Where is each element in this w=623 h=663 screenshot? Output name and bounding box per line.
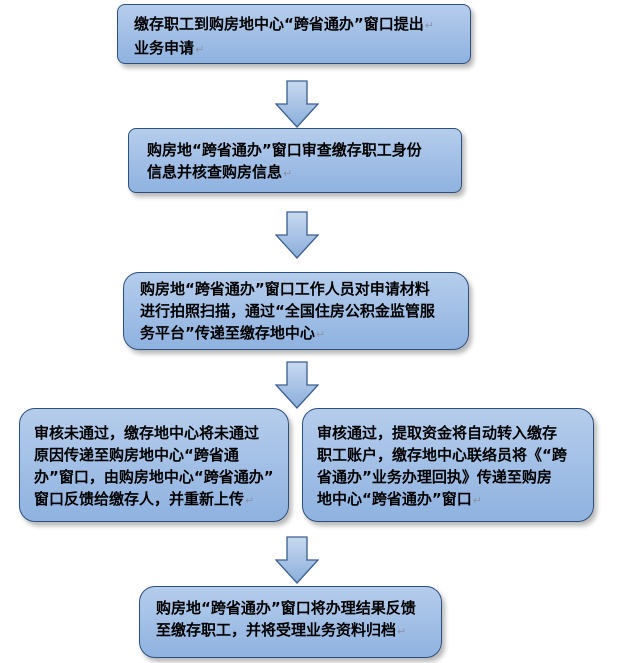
step-2-line-2: 信息并核查购房信息 <box>147 163 283 181</box>
step-5-text: 购房地“跨省通办”窗口将办理结果反馈 至缴存职工，并将受理业务资料归档↵ <box>156 597 439 643</box>
step-4-reject-line-4: 窗口反馈给缴存人，并重新上传 <box>34 490 245 508</box>
step-4-reject-line-1: 审核未通过，缴存地中心将未通过 <box>34 424 260 442</box>
step-4-approve-line-4: 地中心“跨省通办”窗口 <box>317 490 472 508</box>
step-1-para-mark: ↵ <box>424 19 434 32</box>
step-4-reject-para-mark: ↵ <box>245 494 255 507</box>
step-3-box: 购房地“跨省通办”窗口工作人员对申请材料 进行拍照扫描，通过“全国住房公积金监管… <box>123 272 469 350</box>
step-4-approve-box: 审核通过，提取资金将自动转入缴存 职工账户，缴存地中心联络员将《“跨 省通办”业… <box>302 408 594 522</box>
step-1-text: 缴存职工到购房地中心“跨省通办”窗口提出↵ 业务申请↵ <box>134 13 466 61</box>
step-1-line-1: 缴存职工到购房地中心“跨省通办”窗口提出 <box>134 15 424 33</box>
step-3-line-2: 进行拍照扫描，通过“全国住房公积金监管服 <box>140 302 435 320</box>
step-1-line-2: 业务申请 <box>134 39 195 57</box>
step-4-approve-para-mark: ↵ <box>472 494 482 507</box>
down-arrow-icon <box>275 211 319 259</box>
step-2-line-1: 购房地“跨省通办”窗口审查缴存职工身份 <box>147 141 422 159</box>
step-5-line-2: 至缴存职工，并将受理业务资料归档 <box>156 621 397 639</box>
step-1-box: 缴存职工到购房地中心“跨省通办”窗口提出↵ 业务申请↵ <box>117 4 471 64</box>
step-1-para-mark-2: ↵ <box>195 43 205 56</box>
step-2-box: 购房地“跨省通办”窗口审查缴存职工身份 信息并核查购房信息↵ <box>128 128 462 193</box>
step-4-approve-line-2: 职工账户，缴存地中心联络员将《“跨 <box>317 446 567 464</box>
step-4-approve-line-1: 审核通过，提取资金将自动转入缴存 <box>317 424 558 442</box>
step-5-line-1: 购房地“跨省通办”窗口将办理结果反馈 <box>156 599 416 617</box>
step-5-para-mark: ↵ <box>397 625 407 638</box>
step-3-line-1: 购房地“跨省通办”窗口工作人员对申请材料 <box>140 280 430 298</box>
step-3-text: 购房地“跨省通办”窗口工作人员对申请材料 进行拍照扫描，通过“全国住房公积金监管… <box>140 278 466 346</box>
step-3-para-mark: ↵ <box>315 328 326 341</box>
down-arrow-icon <box>275 361 319 409</box>
step-4-reject-text: 审核未通过，缴存地中心将未通过 原因传递至购房地中心“跨省通 办”窗口，由购房地… <box>34 422 286 512</box>
step-5-box: 购房地“跨省通办”窗口将办理结果反馈 至缴存职工，并将受理业务资料归档↵ <box>139 586 442 658</box>
step-4-reject-line-3: 办”窗口，由购房地中心“跨省通办” <box>34 468 274 486</box>
step-2-text: 购房地“跨省通办”窗口审查缴存职工身份 信息并核查购房信息↵ <box>147 139 457 185</box>
step-4-reject-line-2: 原因传递至购房地中心“跨省通 <box>34 446 239 464</box>
step-2-para-mark: ↵ <box>283 167 293 180</box>
step-4-approve-text: 审核通过，提取资金将自动转入缴存 职工账户，缴存地中心联络员将《“跨 省通办”业… <box>317 422 591 512</box>
step-3-line-3: 务平台”传递至缴存地中心 <box>140 324 315 342</box>
down-arrow-icon <box>275 536 319 584</box>
step-4-approve-line-3: 省通办”业务办理回执》传递至购房 <box>317 468 552 486</box>
down-arrow-icon <box>275 80 319 128</box>
step-4-reject-box: 审核未通过，缴存地中心将未通过 原因传递至购房地中心“跨省通 办”窗口，由购房地… <box>19 408 289 522</box>
